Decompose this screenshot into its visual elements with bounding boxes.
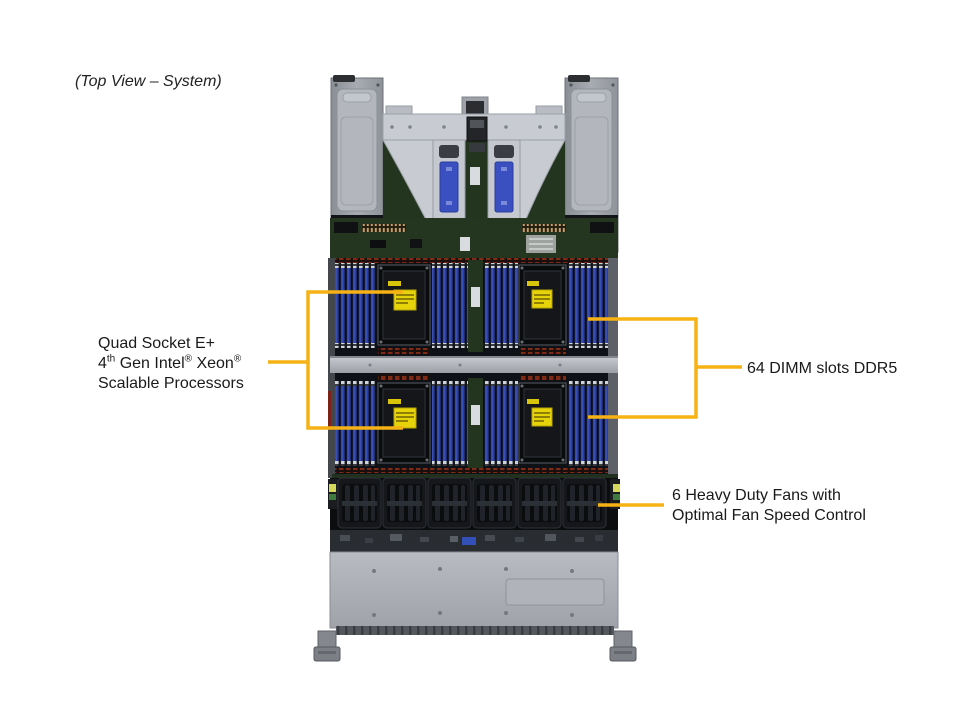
memory-cpu-section <box>328 258 618 478</box>
chassis-crossbar <box>330 356 618 373</box>
motherboard-top-edge <box>330 218 618 258</box>
fan-section <box>328 474 620 530</box>
cpu-socket-4 <box>518 382 567 464</box>
dimm-bank-row1-d <box>568 263 608 348</box>
mounting-foot-right <box>609 630 637 662</box>
dimm-bank-row2-c <box>483 381 518 466</box>
front-cover-plate <box>329 551 619 635</box>
label-processors-line1: Quad Socket E+ <box>98 335 215 352</box>
dimm-bank-row2-a <box>335 381 375 466</box>
server-illustration-svg <box>313 75 637 662</box>
figure-caption: (Top View – System) <box>75 73 222 90</box>
fan-5 <box>517 477 562 529</box>
dimm-bank-row1-b <box>432 263 468 348</box>
label-dimm-slots: 64 DIMM slots DDR5 <box>747 360 898 377</box>
fan-1 <box>337 477 382 529</box>
label-fans-line2: Optimal Fan Speed Control <box>672 507 866 524</box>
lower-board-strip <box>330 530 618 552</box>
dimm-bank-row2-d <box>568 381 608 466</box>
fan-4 <box>472 477 517 529</box>
mounting-foot-left <box>313 630 341 662</box>
fan-2 <box>382 477 427 529</box>
module-handle <box>568 75 590 82</box>
dimm-bank-row2-b <box>432 381 468 466</box>
label-fans-line1: 6 Heavy Duty Fans with <box>672 487 841 504</box>
label-processors: Quad Socket E+ 4th Gen Intel® Xeon® Scal… <box>98 334 244 394</box>
cpu-socket-1 <box>377 264 431 346</box>
label-fans: 6 Heavy Duty Fans with Optimal Fan Speed… <box>672 486 866 526</box>
label-processors-line3: Scalable Processors <box>98 375 244 392</box>
cpu-socket-3 <box>377 382 431 464</box>
cpu-socket-2 <box>518 264 567 346</box>
label-processors-line2: 4th Gen Intel® Xeon® <box>98 353 242 372</box>
fan-6 <box>562 477 607 529</box>
plate-embossed-panel <box>505 578 605 606</box>
server-top-view-illustration <box>310 75 640 665</box>
fan-3 <box>427 477 472 529</box>
dimm-bank-row1-a <box>335 263 375 348</box>
dimm-bank-row1-c <box>483 263 518 348</box>
shroud-latch-left <box>439 161 459 213</box>
module-handle <box>333 75 355 82</box>
shroud-latch-right <box>494 161 514 213</box>
